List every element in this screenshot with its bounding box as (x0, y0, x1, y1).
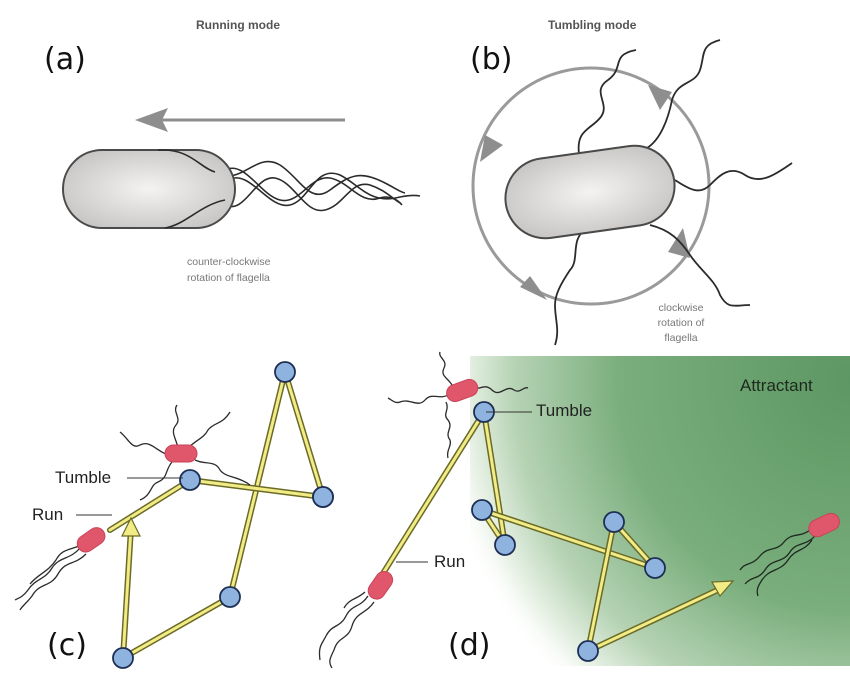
run-segment (479, 507, 658, 571)
run-arrowhead-icon (710, 580, 735, 598)
run-arrowhead-icon (121, 516, 141, 537)
bacterium-red (76, 527, 106, 553)
callout-run-c: Run (32, 505, 64, 524)
bacterium-red (367, 570, 394, 600)
panel-d-callout-lines (396, 411, 532, 563)
tumble-node (603, 511, 625, 533)
tumbling-bacterium-c (119, 404, 251, 501)
bacterium-red (808, 512, 840, 538)
caption-line: rotation of flagella (187, 272, 270, 284)
tumble-node (219, 586, 241, 608)
run-segment (585, 585, 725, 654)
panel-d-paths (374, 409, 735, 654)
tumble-node (644, 557, 666, 579)
run-segment (481, 409, 508, 548)
flagella-attachment (157, 149, 226, 229)
clockwise-arrow-icons (480, 85, 690, 300)
callout-tumble-d: Tumble (536, 401, 593, 420)
panel-c-tumble-nodes (112, 361, 334, 669)
attractant-label: Attractant (740, 376, 813, 395)
run-segment (120, 525, 134, 661)
panel-d-tumble-nodes (312, 401, 666, 662)
run-segment (374, 409, 487, 586)
bacterium-cell-running (62, 149, 236, 229)
callout-tumble-c: Tumble (55, 468, 112, 487)
tumble-node (312, 486, 334, 508)
running-bacterium-d2 (739, 512, 840, 597)
caption-line: clockwise (658, 302, 704, 314)
flagella-tumbling (554, 39, 793, 346)
tumble-node (471, 499, 493, 521)
tumble-node (494, 534, 516, 556)
bacterium-cell-tumbling (504, 144, 676, 240)
running-bacterium-c (14, 527, 106, 611)
panel-label-b: (b) (470, 42, 513, 77)
panel-label-d: (d) (448, 628, 491, 663)
bacterium-red (164, 444, 198, 463)
run-segment (187, 477, 326, 500)
direction-arrow-left-icon (135, 108, 345, 132)
caption-line: counter-clockwise (187, 256, 271, 268)
panel-b-caption: clockwise rotation of flagella (650, 301, 712, 346)
run-segment (282, 369, 326, 500)
run-segment (227, 369, 288, 600)
panel-c-paths (107, 369, 326, 661)
bacterium-red (446, 378, 479, 403)
run-segment (120, 594, 233, 661)
tumbling-bacterium-d (387, 351, 529, 459)
tumble-node (179, 469, 201, 491)
callout-run-d: Run (434, 552, 466, 571)
tumble-node (577, 640, 599, 662)
caption-line: rotation of (657, 317, 705, 329)
run-segment (585, 519, 617, 654)
panel-a-caption: counter-clockwise rotation of flagella (187, 254, 270, 286)
panel-label-a: (a) (44, 42, 86, 77)
panel-c-callout-lines (76, 477, 183, 516)
panel-label-c: (c) (47, 628, 87, 663)
tumble-node (274, 361, 296, 383)
run-segment (107, 477, 193, 533)
panel-a-title: Running mode (196, 18, 280, 32)
caption-line: flagella (664, 332, 698, 344)
tumble-node (112, 647, 134, 669)
panel-b-title: Tumbling mode (548, 18, 637, 32)
running-bacterium-d1 (318, 570, 394, 669)
